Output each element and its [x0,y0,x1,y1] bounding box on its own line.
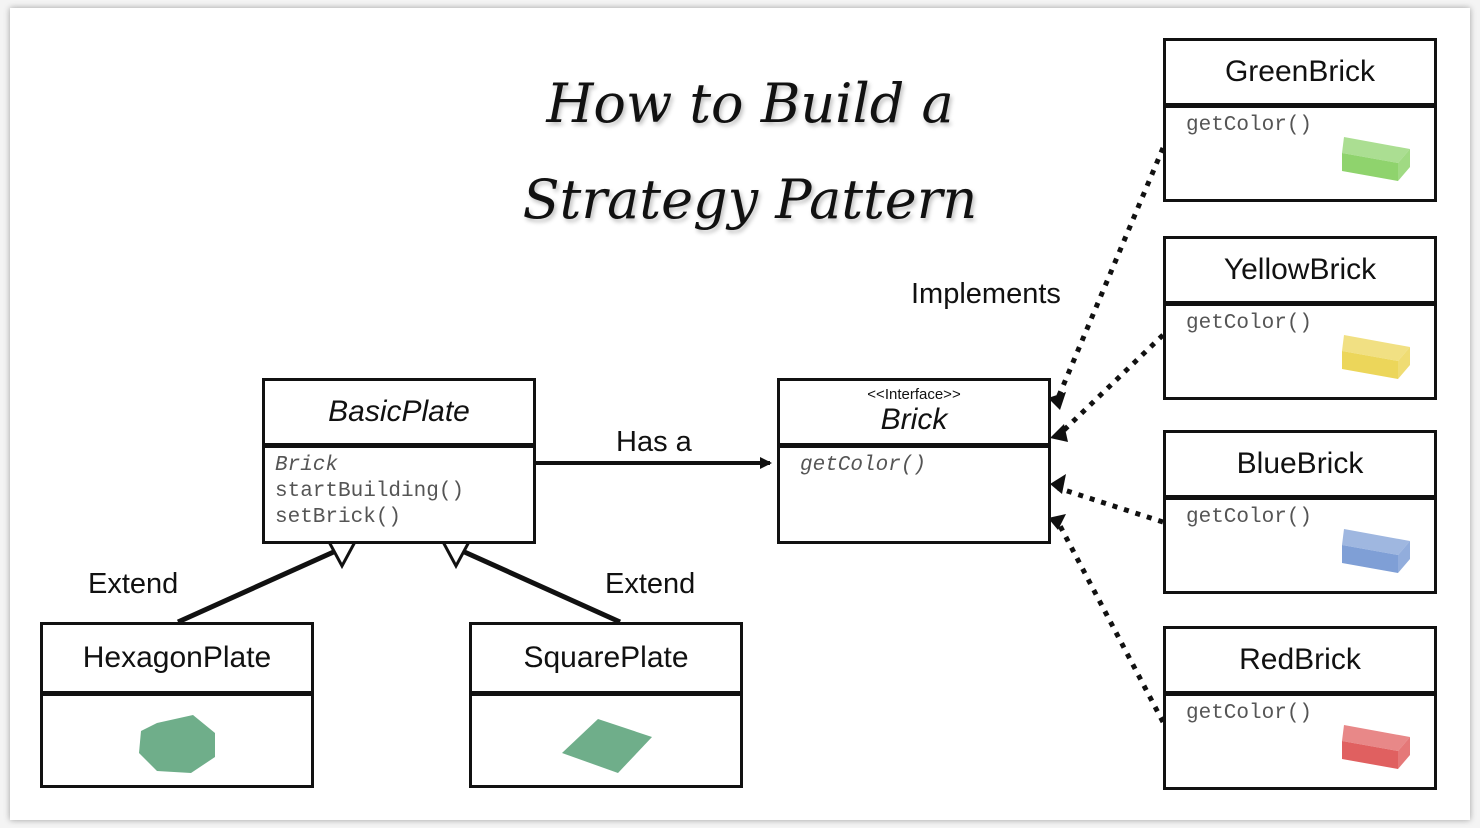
green-brick-name: GreenBrick [1224,55,1376,88]
square-plate-icon [562,719,652,773]
basic-plate-name: BasicPlate [328,395,470,428]
red-brick-top [1342,725,1410,751]
red-brick-front [1342,741,1398,769]
implements-arrowhead-red [1048,514,1066,530]
implements-line-blue [1057,485,1164,525]
square-plate-class: SquarePlate [469,622,743,788]
blue-brick-name: BlueBrick [1236,447,1364,480]
blue-brick-front [1342,545,1398,573]
brick-interface-class: <<Interface>> Brick getColor() [777,378,1051,544]
basic-plate-member-brick: Brick [275,454,339,477]
blue-brick-header: BlueBrick [1166,433,1434,500]
blue-brick-top [1342,529,1410,555]
basic-plate-members: Brick startBuilding() setBrick() [275,453,464,531]
brick-interface-name: Brick [880,403,948,436]
brick-interface-method: getColor() [800,454,927,477]
yellow-brick-front [1342,351,1398,379]
yellow-brick-header: YellowBrick [1166,239,1434,306]
hexagon-plate-name: HexagonPlate [82,641,272,674]
green-brick-icon [1342,137,1410,181]
brick-interface-header: <<Interface>> Brick [780,381,1048,448]
red-brick-class: RedBrick getColor() [1163,626,1437,790]
basic-plate-class: BasicPlate Brick startBuilding() setBric… [262,378,536,544]
green-brick-header: GreenBrick [1166,41,1434,108]
blue-brick-class: BlueBrick getColor() [1163,430,1437,594]
blue-brick-side [1398,541,1410,573]
implements-label: Implements [911,278,1061,310]
square-plate-header: SquarePlate [472,625,740,696]
green-brick-top [1342,137,1410,163]
hexagon-plate-header: HexagonPlate [43,625,311,696]
red-brick-method: getColor() [1186,702,1313,725]
basic-plate-header: BasicPlate [265,381,533,448]
yellow-brick-method: getColor() [1186,312,1313,335]
yellow-brick-top [1342,335,1410,361]
green-brick-front [1342,153,1398,181]
green-brick-class: GreenBrick getColor() [1163,38,1437,202]
extend-label-left: Extend [88,568,179,600]
extend-line-square [458,547,622,625]
yellow-brick-class: YellowBrick getColor() [1163,236,1437,400]
implements-arrowhead-blue [1050,474,1066,494]
yellow-brick-name: YellowBrick [1223,253,1377,286]
blue-brick-icon [1342,529,1410,573]
yellow-brick-icon [1342,335,1410,379]
hexagon-plate-icon [139,715,215,773]
red-brick-side [1398,737,1410,769]
implements-arrowhead-green [1048,392,1066,410]
has-a-label: Has a [616,426,692,458]
red-brick-header: RedBrick [1166,629,1434,696]
implements-line-red [1055,520,1166,724]
red-brick-name: RedBrick [1239,643,1361,676]
basic-plate-member-start-building: startBuilding() [275,480,465,503]
title-line-1: How to Build a [546,72,954,135]
green-brick-method: getColor() [1186,114,1313,137]
square-plate-name: SquarePlate [523,641,689,674]
hexagon-plate-shape [139,715,215,773]
hexagon-plate-class: HexagonPlate [40,622,314,788]
extend-label-right: Extend [605,568,696,600]
green-brick-side [1398,149,1410,181]
title-line-2: Strategy Pattern [522,168,978,231]
yellow-brick-side [1398,347,1410,379]
implements-arrowhead-yellow [1050,424,1068,442]
implements-line-green [1055,147,1166,399]
square-plate-shape [562,719,652,773]
extend-line-hexagon [176,547,340,625]
brick-interface-stereotype: <<Interface>> [867,386,961,403]
blue-brick-method: getColor() [1186,506,1313,529]
basic-plate-member-set-brick: setBrick() [275,506,402,529]
red-brick-icon [1342,725,1410,769]
